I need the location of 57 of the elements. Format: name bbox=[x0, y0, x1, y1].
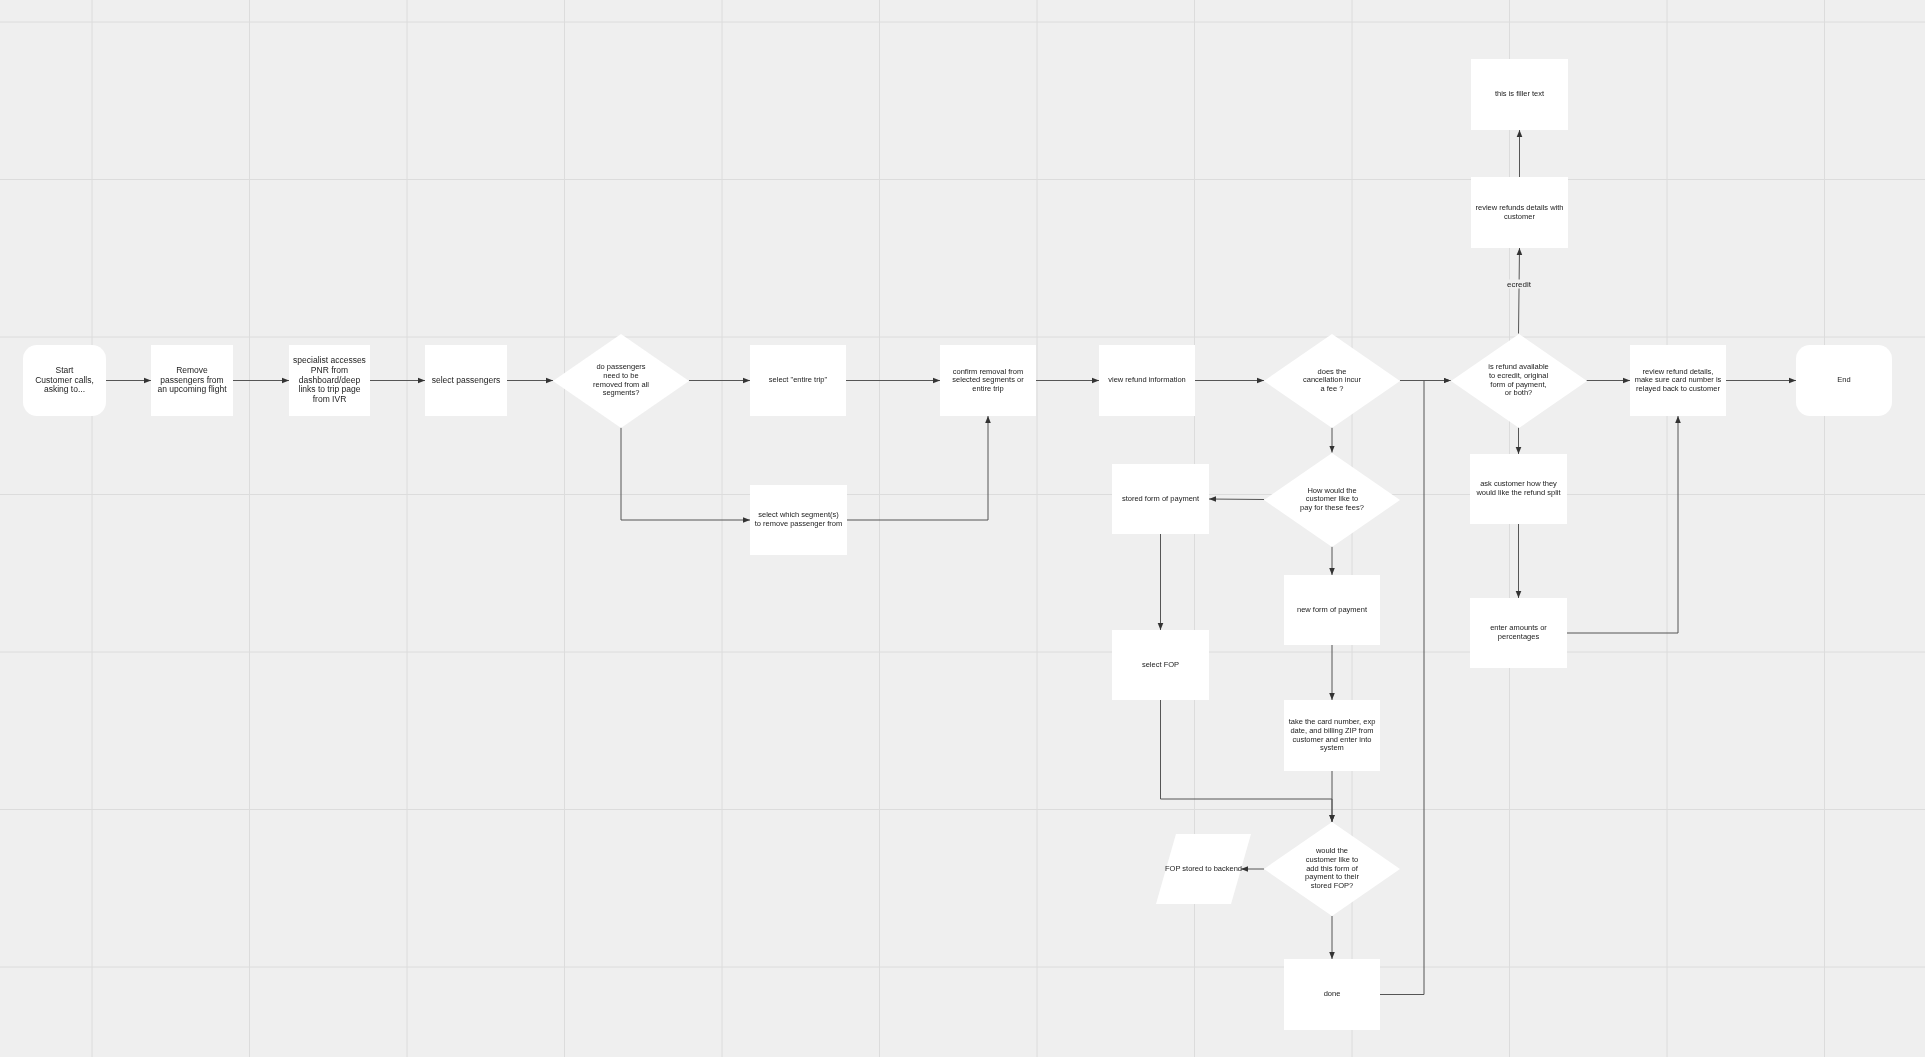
process-box bbox=[1112, 630, 1209, 700]
decision-diamond bbox=[1264, 333, 1400, 428]
arrow bbox=[369, 377, 426, 384]
arrow bbox=[1329, 770, 1335, 823]
process-box bbox=[1630, 345, 1726, 416]
process-box bbox=[425, 345, 507, 416]
node-text: Customer calls, asking to... bbox=[34, 375, 95, 396]
process-box bbox=[1284, 700, 1380, 771]
process-box bbox=[1284, 959, 1380, 1030]
decision-diamond bbox=[553, 333, 689, 428]
arrow bbox=[1157, 533, 1164, 631]
arrow bbox=[688, 377, 751, 384]
process-box bbox=[1470, 598, 1567, 668]
arrow bbox=[1194, 377, 1265, 384]
arrow bbox=[232, 377, 290, 384]
arrow bbox=[620, 427, 751, 523]
arrow bbox=[846, 415, 991, 521]
arrow bbox=[105, 377, 152, 384]
terminal-box bbox=[1796, 345, 1892, 416]
node-text: specialist accesses PNR from dashboard/deep links to trip page from IVR bbox=[292, 356, 367, 405]
arrow bbox=[1516, 129, 1523, 178]
arrow bbox=[845, 377, 941, 384]
node-title: Start bbox=[55, 365, 74, 376]
arrow bbox=[1725, 377, 1797, 384]
arrow bbox=[1516, 247, 1523, 334]
node-text: select passengers bbox=[431, 375, 501, 386]
arrow bbox=[1515, 523, 1522, 599]
arrow bbox=[506, 377, 554, 384]
process-box bbox=[940, 345, 1036, 416]
process-box bbox=[1284, 575, 1380, 645]
decision-diamond bbox=[1264, 822, 1400, 916]
arrow bbox=[1586, 377, 1631, 384]
arrow bbox=[1208, 496, 1265, 502]
decision-diamond bbox=[1450, 333, 1587, 428]
arrow bbox=[1329, 644, 1335, 701]
arrow bbox=[1515, 427, 1522, 455]
arrow bbox=[1240, 866, 1265, 872]
decision-diamond bbox=[1264, 452, 1400, 547]
process-box bbox=[1099, 345, 1195, 416]
node-text: Remove passengers from an upcoming flight bbox=[156, 365, 228, 396]
process-box bbox=[750, 345, 846, 416]
arrow bbox=[1329, 546, 1335, 576]
process-box bbox=[289, 345, 370, 416]
process-box bbox=[1112, 464, 1209, 534]
arrow bbox=[1379, 377, 1451, 995]
process-box bbox=[1471, 177, 1568, 248]
arrow bbox=[1566, 415, 1681, 634]
edge-label: ecredit bbox=[1506, 279, 1532, 288]
terminal-box bbox=[23, 345, 106, 416]
process-box bbox=[151, 345, 233, 416]
process-box bbox=[750, 485, 847, 555]
process-box bbox=[1471, 59, 1568, 130]
process-box bbox=[1470, 454, 1567, 524]
arrow bbox=[1329, 427, 1335, 453]
arrow bbox=[1329, 915, 1335, 960]
data-parallelogram bbox=[1156, 834, 1251, 904]
arrow bbox=[1035, 377, 1100, 384]
